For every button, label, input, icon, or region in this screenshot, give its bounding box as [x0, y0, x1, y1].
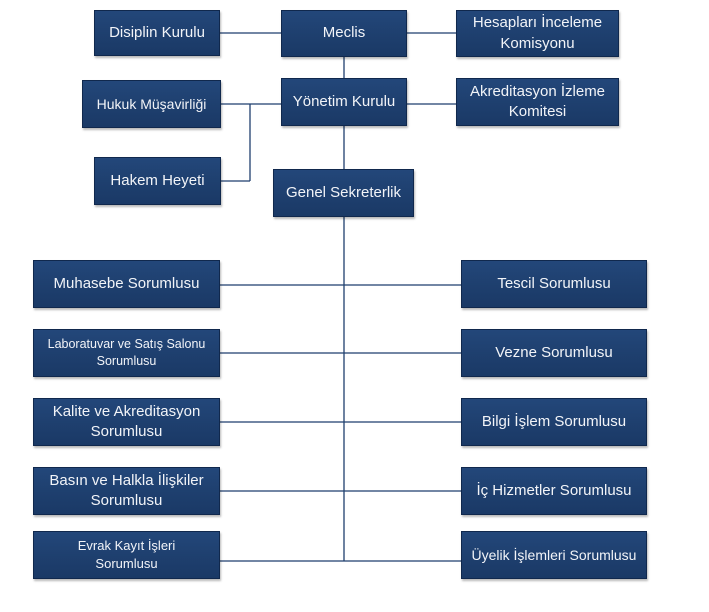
- node-kalite-akreditasyon-sorumlusu: Kalite ve Akreditasyon Sorumlusu: [33, 398, 220, 446]
- node-tescil-sorumlusu: Tescil Sorumlusu: [461, 260, 647, 308]
- node-genel-sekreterlik: Genel Sekreterlik: [273, 169, 414, 217]
- node-hukuk-musavirligi: Hukuk Müşavirliği: [82, 80, 221, 128]
- node-ic-hizmetler-sorumlusu: İç Hizmetler Sorumlusu: [461, 467, 647, 515]
- node-muhasebe-sorumlusu: Muhasebe Sorumlusu: [33, 260, 220, 308]
- node-hakem-heyeti: Hakem Heyeti: [94, 157, 221, 205]
- node-evrak-kayit-isleri-sorumlusu: Evrak Kayıt İşleri Sorumlusu: [33, 531, 220, 579]
- node-uyelik-islemleri-sorumlusu: Üyelik İşlemleri Sorumlusu: [461, 531, 647, 579]
- connector-lines: [220, 32, 461, 562]
- node-hesaplari-inceleme-komisyonu: Hesapları İnceleme Komisyonu: [456, 10, 619, 57]
- node-bilgi-islem-sorumlusu: Bilgi İşlem Sorumlusu: [461, 398, 647, 446]
- node-yonetim-kurulu: Yönetim Kurulu: [281, 78, 407, 126]
- node-akreditasyon-izleme-komitesi: Akreditasyon İzleme Komitesi: [456, 78, 619, 126]
- node-meclis: Meclis: [281, 10, 407, 57]
- node-disiplin-kurulu: Disiplin Kurulu: [94, 10, 220, 56]
- node-laboratuvar-satis-salonu-sorumlusu: Laboratuvar ve Satış Salonu Sorumlusu: [33, 329, 220, 377]
- node-basin-halkla-iliskiler-sorumlusu: Basın ve Halkla İlişkiler Sorumlusu: [33, 467, 220, 515]
- node-vezne-sorumlusu: Vezne Sorumlusu: [461, 329, 647, 377]
